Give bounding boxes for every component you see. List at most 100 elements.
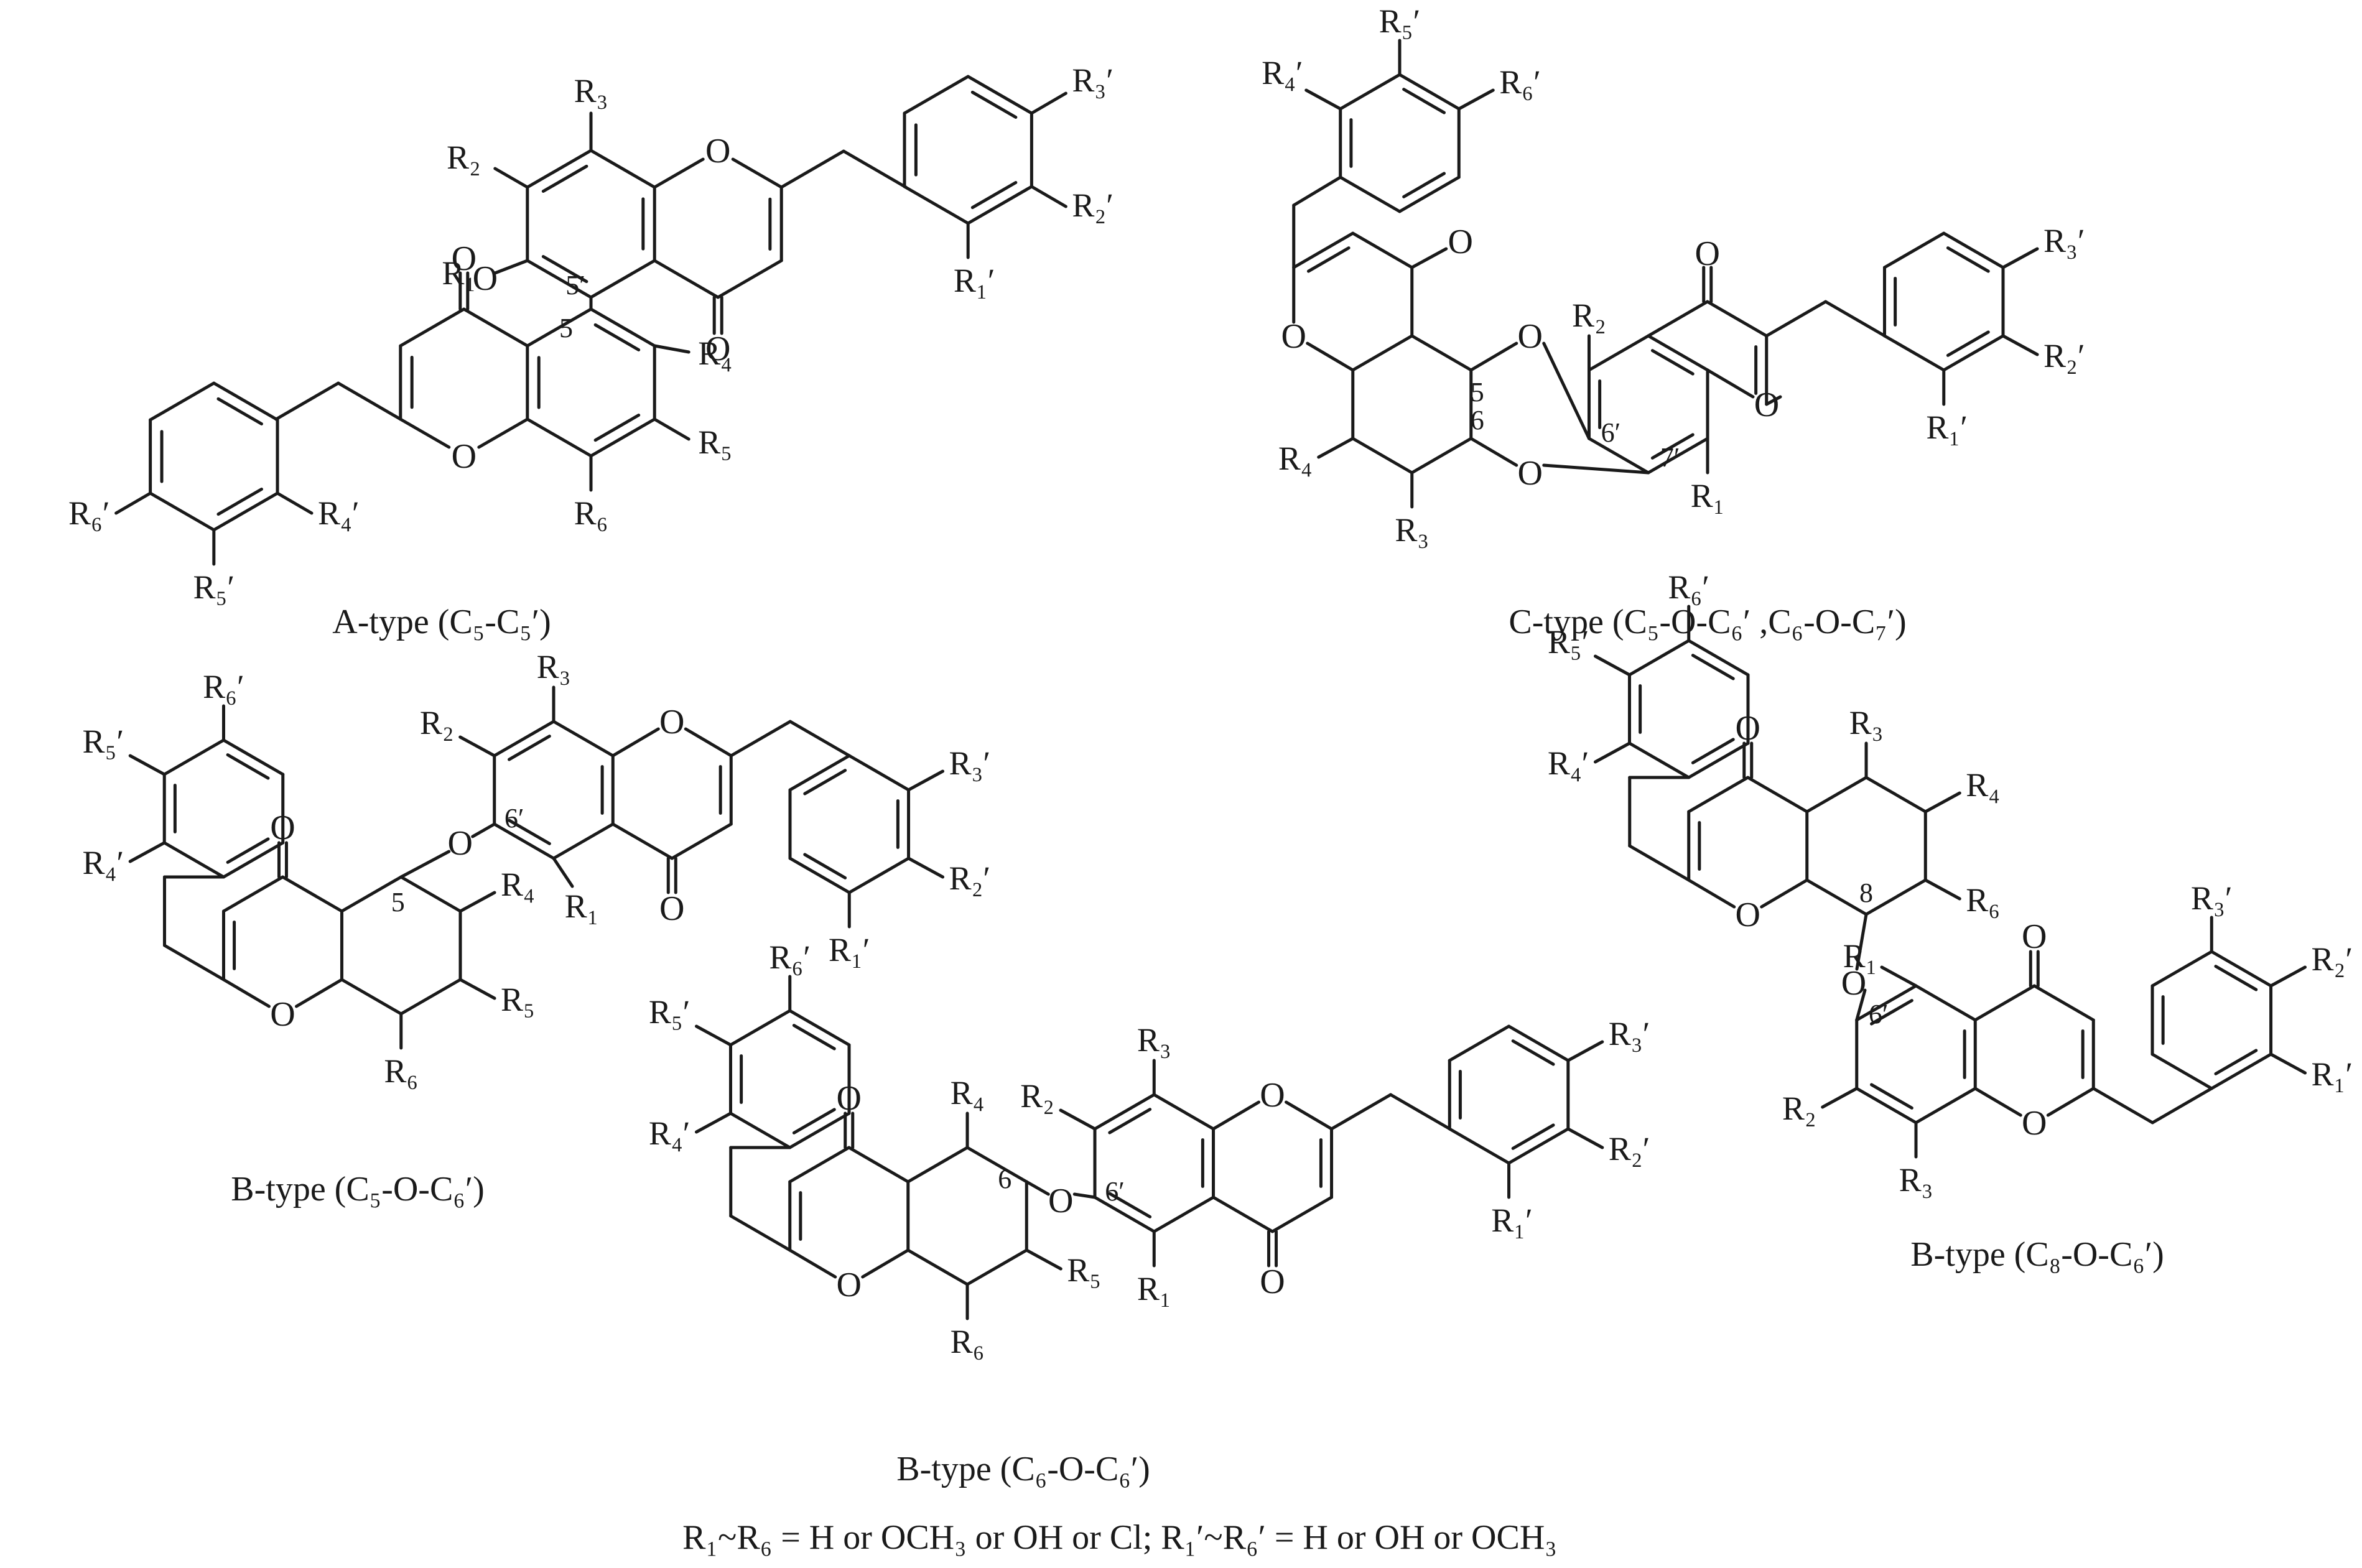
bond	[149, 491, 216, 532]
bond	[2269, 1052, 2307, 1075]
bond	[1389, 1093, 1452, 1131]
bond	[1152, 1093, 1216, 1131]
oxygen-atom: O	[837, 1266, 862, 1304]
bond	[1304, 88, 1342, 111]
substituent-label: R₂	[1782, 1090, 1816, 1127]
substituent-label: R₂′	[1072, 187, 1114, 224]
oxygen-atom: O	[659, 703, 684, 741]
oxygen-atom: O	[270, 995, 295, 1034]
bond	[1706, 368, 1755, 399]
substituent-label: R₁′	[1491, 1202, 1533, 1239]
bond	[526, 417, 593, 458]
bond	[1108, 1192, 1152, 1218]
bond	[493, 167, 529, 189]
bond	[1398, 175, 1461, 213]
bond	[1760, 878, 1809, 909]
substituent-label: R₅′	[1548, 623, 1589, 661]
oxygen-atom: O	[837, 1079, 862, 1118]
bond	[399, 307, 466, 348]
substituent-label: R₃	[1137, 1021, 1171, 1059]
bond	[1864, 878, 1927, 916]
bond	[1914, 1087, 1977, 1125]
bond	[458, 978, 496, 1000]
bond	[728, 1009, 792, 1047]
bond	[1025, 1248, 1062, 1271]
bond	[1593, 741, 1631, 764]
bond	[903, 185, 970, 225]
bond	[226, 837, 270, 864]
substituent-label: R₆′	[769, 939, 811, 976]
bond	[907, 769, 945, 792]
bond	[399, 978, 462, 1016]
oxygen-atom: O	[1518, 317, 1543, 356]
bond	[1628, 844, 1691, 882]
bond	[1339, 73, 1402, 111]
bond	[2150, 950, 2213, 988]
bond	[729, 1214, 792, 1252]
bond	[1306, 246, 1351, 273]
substituent-label: R₃	[537, 648, 571, 685]
oxygen-atom: O	[1281, 317, 1306, 356]
bond	[216, 397, 263, 426]
substituent-label: R₄′	[1548, 745, 1589, 782]
bond	[1093, 1195, 1156, 1233]
bond	[2214, 965, 2258, 991]
bond	[593, 413, 641, 442]
bond	[611, 822, 674, 860]
substituent-label: R₃′	[1609, 1015, 1650, 1052]
bond	[788, 1146, 851, 1184]
bond	[340, 978, 403, 1016]
substituent-label: R₅′	[193, 568, 235, 606]
bond	[212, 491, 279, 532]
bond	[1448, 1127, 1511, 1165]
bond	[1805, 878, 1868, 916]
substituent-label: R₆′	[1668, 568, 1709, 606]
bond	[2046, 1087, 2095, 1117]
bond	[1566, 1040, 1604, 1062]
bond	[1108, 1108, 1152, 1134]
oxygen-atom: O	[1518, 454, 1543, 493]
bond	[965, 1146, 1028, 1184]
bond	[1973, 1087, 2022, 1117]
bond	[1765, 300, 1828, 338]
bond	[1880, 965, 1918, 988]
bond	[803, 769, 847, 796]
bond	[589, 307, 656, 348]
bond	[340, 875, 403, 913]
bond	[399, 417, 451, 449]
bond	[1687, 741, 1750, 779]
substituent-label: R₁	[1843, 937, 1877, 975]
bond	[1942, 231, 2005, 269]
substituent-label: R₃′	[2191, 879, 2233, 917]
bond	[508, 819, 551, 845]
bond	[728, 1111, 792, 1149]
b-type-c5-caption: B-type (C₅-O-C₆′)	[231, 1170, 484, 1208]
position-number: 6	[998, 1164, 1011, 1194]
bond	[670, 822, 733, 860]
substituent-label: R₆′	[203, 668, 244, 705]
oxygen-atom: O	[1260, 1263, 1285, 1301]
bond	[216, 487, 263, 516]
bond	[1946, 246, 1990, 273]
substituent-label: R₅′	[83, 723, 124, 760]
bond	[1855, 984, 1918, 1022]
substituent-definition-footer: R₁~R₆ = H or OCH₃ or OH or Cl; R₁′~R₆′ =…	[682, 1518, 1557, 1557]
bond	[1647, 437, 1709, 475]
bond	[1448, 1024, 1511, 1062]
bond	[1923, 791, 1961, 814]
substituent-label: R₅′	[1379, 2, 1421, 40]
bond	[1824, 300, 1887, 338]
substituent-label: R₁′	[829, 931, 870, 968]
bond	[716, 259, 783, 299]
bond	[788, 856, 851, 894]
bond	[731, 157, 783, 189]
bond	[493, 259, 529, 275]
bond	[458, 891, 496, 913]
substituent-label: R₄	[501, 866, 535, 903]
bond	[965, 1248, 1028, 1286]
oxygen-atom: O	[659, 889, 684, 928]
oxygen-atom: O	[473, 259, 498, 298]
oxygen-atom: O	[270, 809, 295, 847]
bond	[1914, 984, 1977, 1022]
